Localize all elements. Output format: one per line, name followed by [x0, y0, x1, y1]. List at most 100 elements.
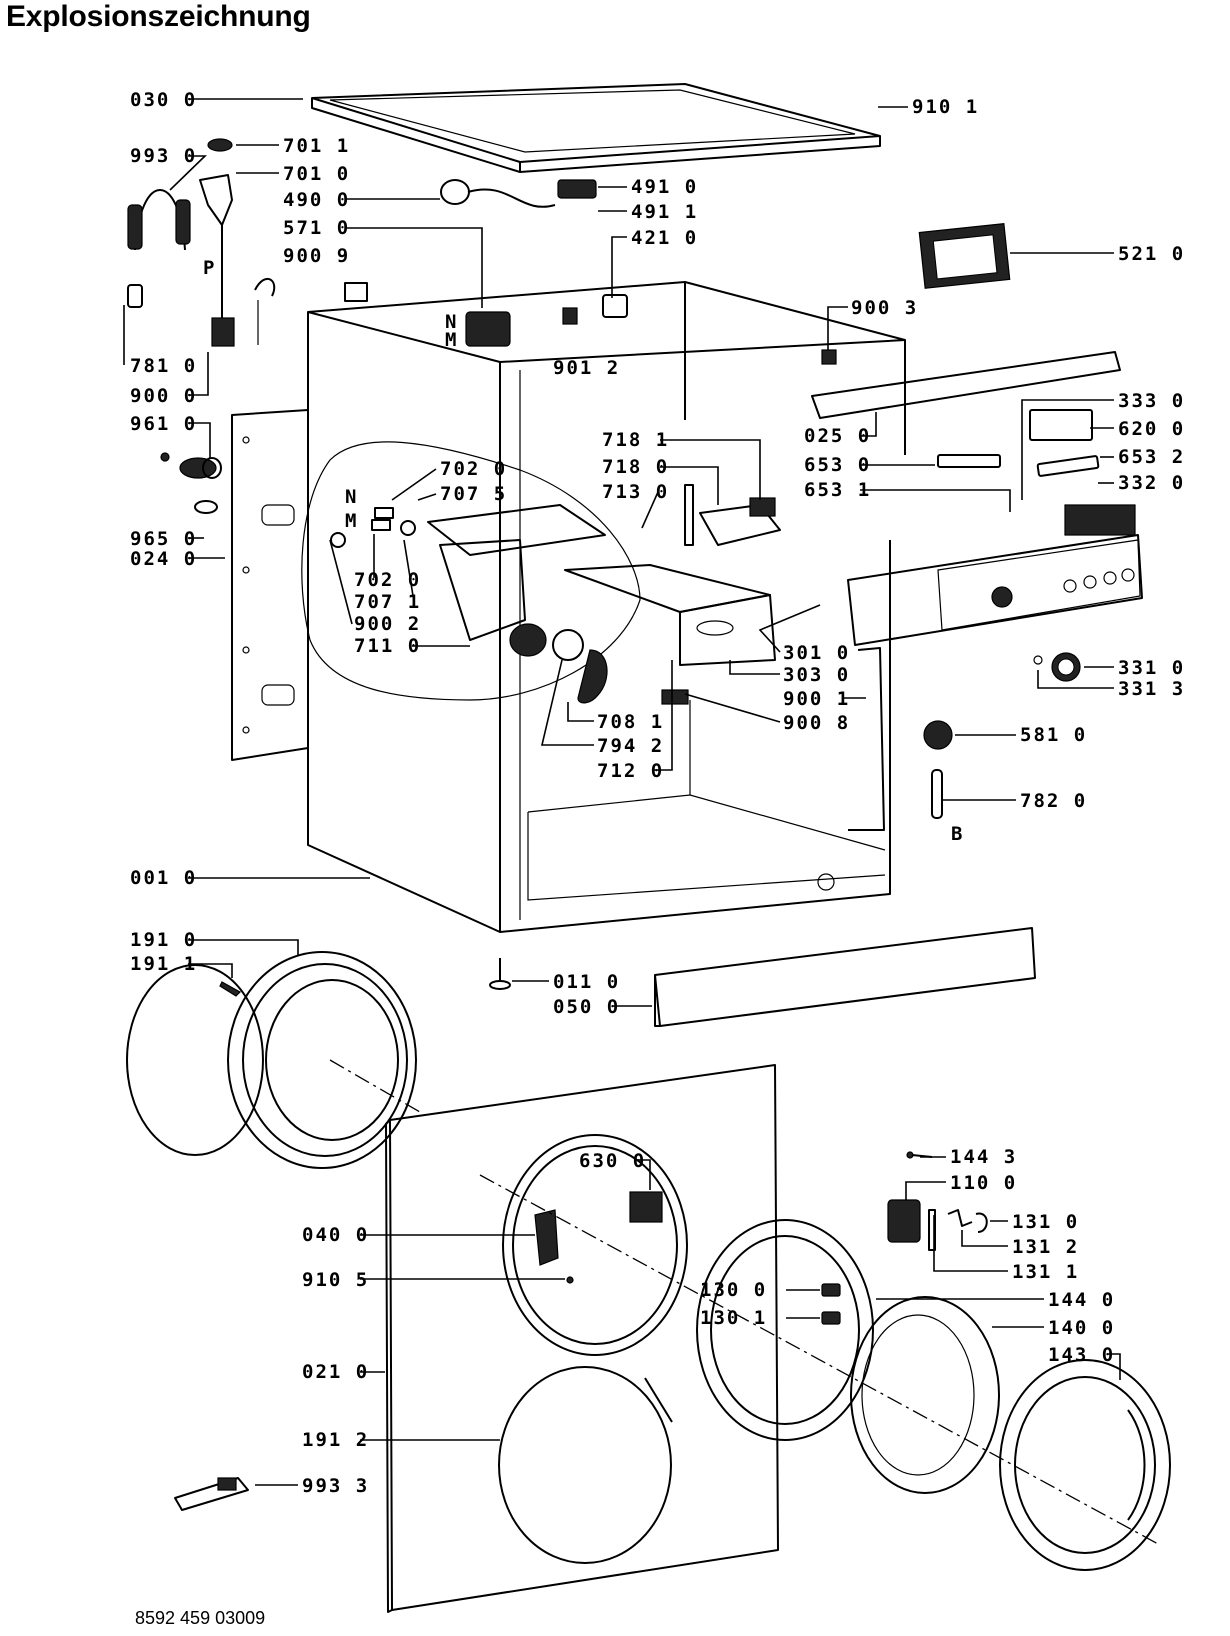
plinth: [489, 927, 1036, 1027]
part-number-label: 521 0: [1118, 243, 1185, 265]
control-board: [918, 222, 1011, 289]
leader-line: [1037, 670, 1114, 689]
part-number-label: 712 0: [597, 760, 664, 782]
part-number-label: 993 3: [302, 1475, 369, 1497]
part-number-label: 701 0: [283, 163, 350, 185]
control-panel: [847, 409, 1143, 646]
part-number-label: 130 0: [700, 1279, 767, 1301]
part-number-label: 900 3: [851, 297, 918, 319]
leader-line: [417, 493, 437, 501]
part-number-label: 630 0: [579, 1150, 646, 1172]
door-glass: [850, 1296, 1000, 1494]
leader-line: [188, 422, 211, 458]
power-cord-assembly: [344, 179, 837, 365]
part-number-label: 130 1: [700, 1307, 767, 1329]
part-number-label: 713 0: [602, 481, 669, 503]
back-panel: [231, 409, 309, 761]
door-frame: [696, 1219, 874, 1441]
connection-marker: N: [345, 486, 358, 508]
part-number-label: 961 0: [130, 413, 197, 435]
leader-line: [860, 412, 877, 437]
door-outer-ring: [999, 1359, 1171, 1571]
part-number-label: 191 0: [130, 929, 197, 951]
leader-line: [729, 660, 780, 675]
leader-line: [758, 604, 821, 653]
part-number-label: 782 0: [1020, 790, 1087, 812]
leader-line: [188, 352, 209, 396]
leader-line: [188, 939, 299, 955]
part-number-label: 191 1: [130, 953, 197, 975]
drawing-number: 8592 459 03009: [135, 1608, 266, 1628]
connection-marker: P: [203, 257, 216, 279]
leader-line: [188, 963, 233, 978]
leader-line: [652, 660, 673, 771]
leader-line: [329, 539, 353, 625]
page-title: Explosionszeichnung: [6, 0, 311, 33]
part-number-label: 901 2: [553, 357, 620, 379]
front-rail: [811, 351, 1121, 419]
part-number-label: 993 0: [130, 145, 197, 167]
leader-line: [567, 702, 594, 722]
part-number-label: 491 0: [631, 176, 698, 198]
leader-line: [933, 1215, 1008, 1272]
leader-line: [1108, 1353, 1121, 1380]
part-number-label: 910 1: [912, 96, 979, 118]
front-panel: [385, 1064, 779, 1613]
part-number-label: 331 3: [1118, 678, 1185, 700]
part-number-label: 701 1: [283, 135, 350, 157]
part-number-label: 301 0: [783, 642, 850, 664]
part-number-label: 025 0: [804, 425, 871, 447]
part-number-label: 653 2: [1118, 446, 1185, 468]
leader-line: [905, 1181, 946, 1200]
part-number-label: 707 1: [354, 591, 421, 613]
part-number-label: 421 0: [631, 227, 698, 249]
spanner-tool: [174, 1477, 249, 1511]
part-number-label: 702 0: [354, 569, 421, 591]
callout-layer: 030 0 910 1 701 1 993 0 701 0 490 0 491 0 491 1…: [123, 89, 1185, 1497]
detergent-dispenser: [330, 484, 781, 704]
leader-line: [641, 491, 659, 529]
leader-line: [660, 439, 761, 500]
part-number-label: 900 1: [783, 688, 850, 710]
part-number-label: 332 0: [1118, 472, 1185, 494]
part-number-label: 110 0: [950, 1172, 1017, 1194]
part-number-label: 030 0: [130, 89, 197, 111]
leader-line: [660, 466, 719, 505]
part-number-label: 718 0: [602, 456, 669, 478]
leader-line: [403, 539, 415, 603]
part-number-label: 331 0: [1118, 657, 1185, 679]
top-cover: [311, 83, 881, 173]
part-number-label: 781 0: [130, 355, 197, 377]
part-number-label: 011 0: [553, 971, 620, 993]
part-number-label: 718 1: [602, 429, 669, 451]
part-number-label: 620 0: [1118, 418, 1185, 440]
leader-line: [169, 155, 207, 191]
part-number-label: 131 2: [1012, 1236, 1079, 1258]
inlet-hose-assembly: [127, 138, 276, 514]
part-number-label: 144 3: [950, 1146, 1017, 1168]
part-number-label: 653 0: [804, 454, 871, 476]
part-number-label: 794 2: [597, 735, 664, 757]
leader-line: [1021, 399, 1114, 500]
part-number-label: 024 0: [130, 548, 197, 570]
part-number-label: 490 0: [283, 189, 350, 211]
leader-line: [345, 227, 483, 308]
leader-line: [684, 693, 781, 723]
connection-marker: M: [445, 329, 458, 351]
leader-line: [637, 1159, 651, 1190]
connection-marker: M: [345, 510, 358, 532]
part-number-label: 140 0: [1048, 1317, 1115, 1339]
part-number-label: 021 0: [302, 1361, 369, 1383]
side-components: [661, 647, 1081, 831]
part-number-label: 303 0: [783, 664, 850, 686]
part-number-label: 571 0: [283, 217, 350, 239]
part-number-label: 491 1: [631, 201, 698, 223]
part-number-label: 900 8: [783, 712, 850, 734]
part-number-label: 900 2: [354, 613, 421, 635]
part-number-label: 702 0: [440, 458, 507, 480]
leader-line: [860, 489, 1011, 512]
part-number-label: 143 0: [1048, 1344, 1115, 1366]
leader-line: [540, 659, 594, 746]
